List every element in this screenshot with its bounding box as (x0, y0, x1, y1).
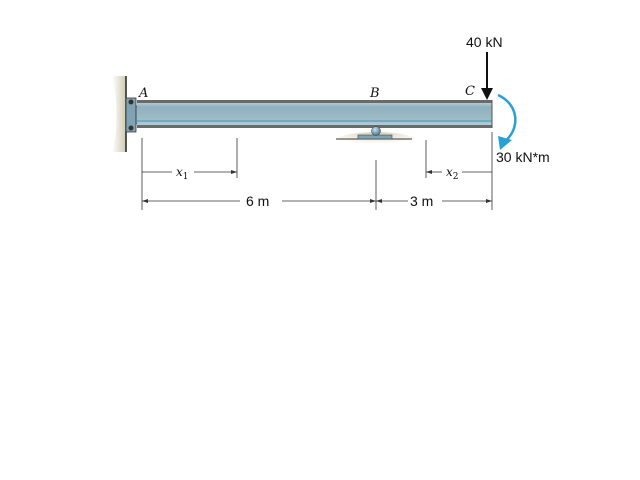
point-label-b: B (369, 86, 380, 101)
fixed-wall (112, 76, 127, 152)
moment-arrow (497, 93, 517, 150)
dimension-x2 (426, 170, 492, 174)
dimension-3m-label: 3 m (410, 193, 433, 209)
dimension-3m (376, 199, 492, 203)
point-label-c: C (465, 84, 475, 99)
dimension-x2-label: x2 (446, 165, 459, 182)
force-label: 40 kN (466, 34, 503, 50)
force-arrow (481, 52, 493, 100)
arrowhead-down-icon (481, 88, 493, 100)
dimension-x1-label: x1 (176, 165, 189, 182)
roller-support-b (334, 126, 418, 152)
dimension-x1 (142, 170, 237, 174)
dimension-6m (142, 199, 376, 203)
moment-label: 30 kN*m (496, 149, 550, 165)
beam (137, 100, 493, 128)
dimension-6m-label: 6 m (246, 193, 269, 209)
point-label-a: A (138, 86, 148, 101)
extension-lines (141, 132, 493, 210)
arrowhead-curved-icon (498, 136, 512, 150)
